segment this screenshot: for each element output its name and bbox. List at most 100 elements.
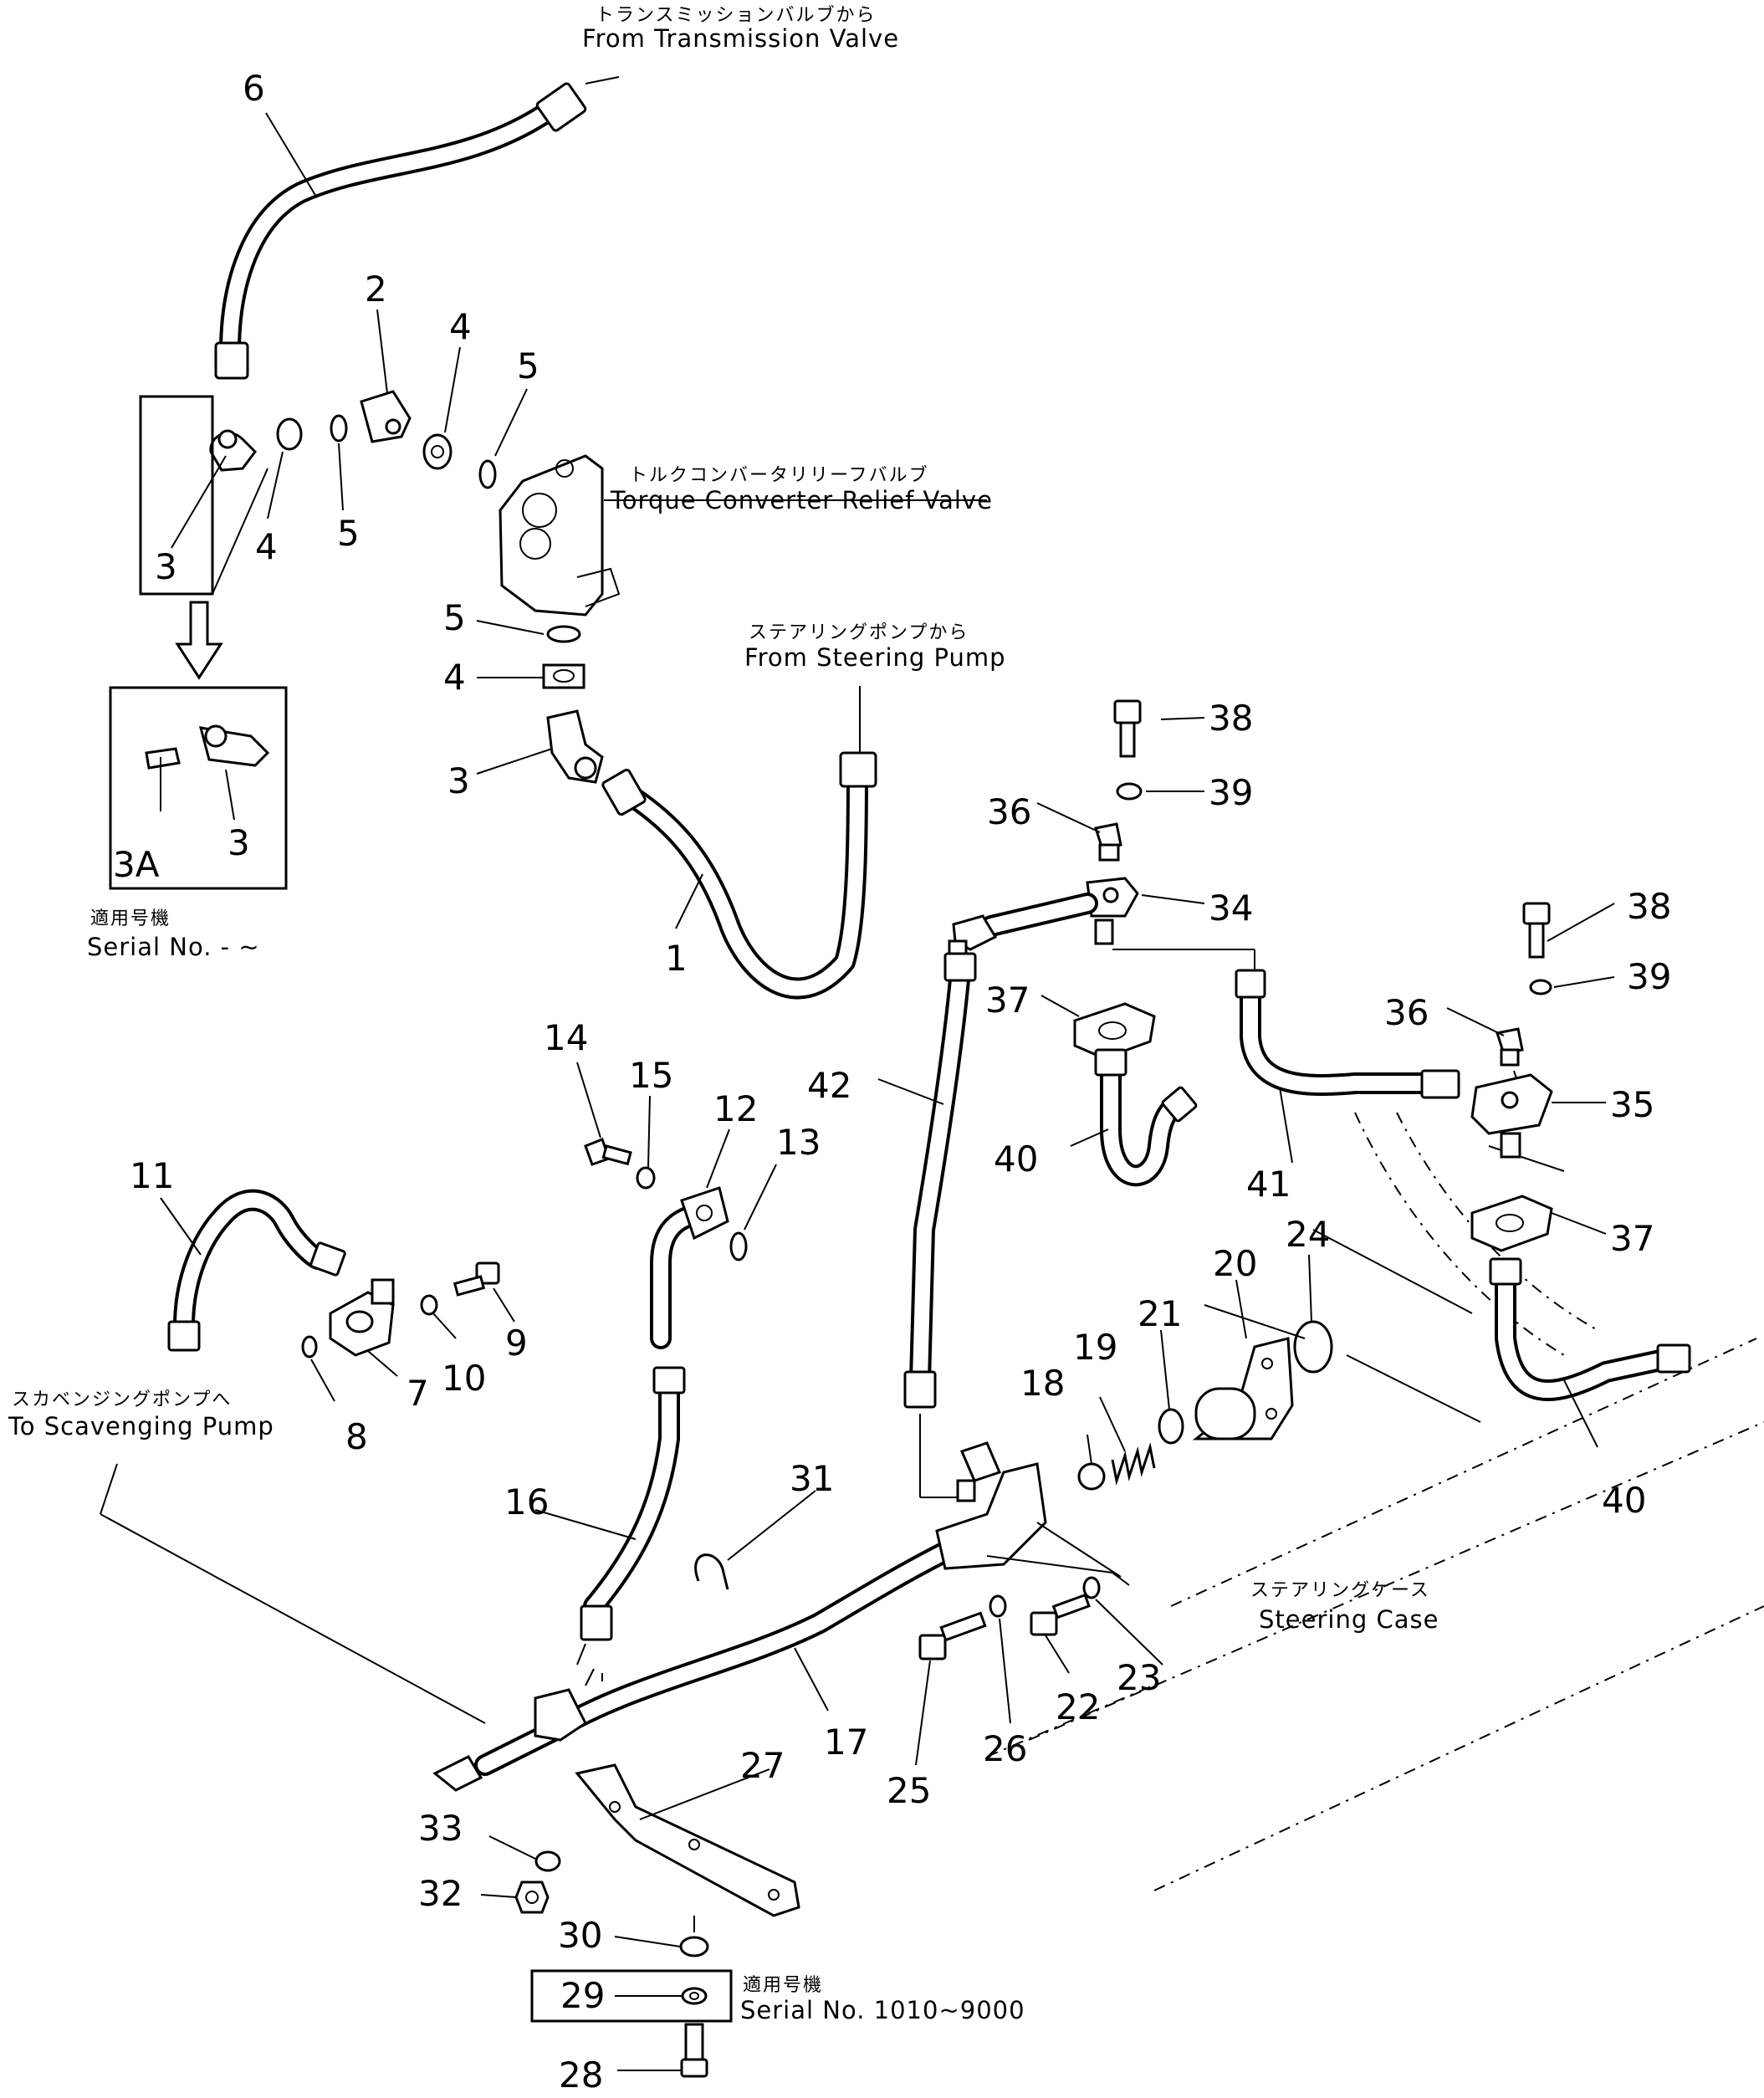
hose-16[interactable]	[576, 1366, 686, 1666]
label-18: 18	[1020, 1363, 1065, 1404]
bracket-27[interactable]	[575, 1763, 800, 1917]
hose-42[interactable]	[903, 952, 977, 1498]
label-4: 4	[255, 526, 278, 567]
part-labels: 6 2 4 5 3 4 5 5 4 3 3A 3 1 38 39 36 34 3…	[113, 68, 1671, 2095]
caption-serial2-jp: 適用号機	[743, 1975, 823, 1996]
label-1: 1	[665, 938, 688, 979]
nut-4-upper[interactable]	[422, 433, 453, 470]
flange-elbow-12[interactable]	[650, 1186, 729, 1349]
hose-6[interactable]	[214, 76, 620, 380]
oring-21[interactable]	[1158, 1408, 1184, 1445]
label-17: 17	[824, 1722, 868, 1763]
label-15: 15	[629, 1055, 673, 1096]
bracket-35[interactable]	[1470, 1073, 1553, 1159]
label-13: 13	[776, 1122, 821, 1163]
label-39: 39	[1627, 956, 1671, 997]
label-8: 8	[345, 1416, 368, 1457]
washer-15[interactable]	[636, 1166, 656, 1190]
label-24: 24	[1286, 1214, 1330, 1255]
oring-5-left[interactable]	[330, 414, 348, 443]
oring-24[interactable]	[1293, 1320, 1333, 1374]
caption-scav-jp: スカベンジングポンプへ	[12, 1389, 232, 1410]
caption-pump-en: From Steering Pump	[744, 643, 1006, 672]
caption-scav-en: To Scavenging Pump	[8, 1412, 274, 1440]
steering-case-outline	[986, 1070, 1764, 1891]
elbow-3-lower[interactable]	[546, 709, 604, 784]
washer-23[interactable]	[1082, 1576, 1101, 1599]
label-38: 38	[1627, 886, 1671, 927]
oring-5-lower[interactable]	[546, 625, 581, 643]
oring-5-upper[interactable]	[478, 459, 497, 489]
label-41: 41	[1246, 1164, 1291, 1205]
gasket-37-right[interactable]	[1470, 1195, 1553, 1252]
washer-26[interactable]	[989, 1594, 1007, 1618]
label-35: 35	[1610, 1084, 1654, 1125]
detail-box-3A	[109, 686, 288, 890]
spring-19[interactable]	[1111, 1442, 1156, 1486]
ball-18[interactable]	[1077, 1462, 1106, 1491]
washer-39-right[interactable]	[1529, 979, 1552, 995]
nipple-36-upper[interactable]	[1094, 822, 1122, 862]
bolt-28[interactable]	[680, 2023, 708, 2078]
adapter-3-boxed[interactable]	[209, 429, 257, 472]
hose-40-upper[interactable]	[1094, 1048, 1198, 1187]
label-38: 38	[1209, 698, 1253, 739]
label-10: 10	[442, 1358, 486, 1399]
detail-box-3	[139, 395, 214, 596]
hose-41[interactable]	[1235, 969, 1460, 1099]
label-40: 40	[1602, 1480, 1646, 1521]
caption-trans-en: From Transmission Valve	[582, 24, 899, 53]
washer-33[interactable]	[534, 1850, 561, 1872]
nut-32[interactable]	[514, 1881, 550, 1914]
label-40: 40	[994, 1139, 1038, 1179]
down-arrow-icon	[175, 601, 223, 680]
label-21: 21	[1138, 1293, 1182, 1334]
bolt-38-right[interactable]	[1522, 902, 1551, 959]
bolt-22[interactable]	[1030, 1593, 1091, 1636]
caption-trans-jp: トランスミッションバルブから	[596, 5, 877, 26]
label-14: 14	[544, 1017, 588, 1058]
captions: トランスミッションバルブから From Transmission Valve ト…	[8, 5, 1438, 2024]
label-39: 39	[1209, 772, 1253, 813]
hose-40-lower[interactable]	[1489, 1257, 1691, 1401]
label-37: 37	[1610, 1218, 1654, 1259]
label-33: 33	[418, 1808, 463, 1849]
bolt-9[interactable]	[453, 1261, 500, 1297]
flange-20[interactable]	[1192, 1337, 1294, 1440]
label-11: 11	[130, 1155, 174, 1196]
elbow-31[interactable]	[694, 1553, 729, 1590]
hose-11[interactable]	[167, 1189, 346, 1352]
label-31: 31	[790, 1458, 834, 1499]
washer-39-upper[interactable]	[1116, 782, 1143, 801]
label-4: 4	[449, 306, 472, 347]
pipe-17[interactable]	[432, 1441, 1047, 1792]
bolt-14[interactable]	[584, 1138, 632, 1166]
washer-29[interactable]	[681, 1987, 708, 2005]
label-22: 22	[1056, 1686, 1100, 1727]
nut-4-left[interactable]	[276, 417, 303, 451]
label-12: 12	[713, 1088, 758, 1129]
torque-converter-relief-valve	[499, 454, 621, 617]
oring-13[interactable]	[729, 1231, 748, 1261]
washer-30[interactable]	[679, 1936, 709, 1957]
washer-10[interactable]	[420, 1294, 438, 1316]
adapter-7[interactable]	[329, 1278, 395, 1357]
detail-box-29	[530, 1969, 733, 2023]
oring-8[interactable]	[301, 1335, 318, 1359]
label-28: 28	[559, 2055, 603, 2095]
label-5: 5	[443, 597, 466, 638]
elbow-fitting-2[interactable]	[360, 390, 412, 443]
label-6: 6	[243, 68, 265, 109]
label-19: 19	[1073, 1327, 1117, 1368]
label-23: 23	[1117, 1657, 1161, 1698]
caption-relief-jp: トルクコンバータリリーフバルブ	[629, 465, 929, 486]
bolt-38-upper[interactable]	[1113, 699, 1142, 758]
hose-1[interactable]	[601, 686, 877, 1000]
bolt-25[interactable]	[918, 1611, 987, 1660]
gasket-37-upper[interactable]	[1073, 1002, 1156, 1060]
label-42: 42	[807, 1065, 851, 1106]
nut-4-lower[interactable]	[542, 663, 585, 689]
bracket-34[interactable]	[948, 877, 1255, 970]
label-36: 36	[987, 791, 1031, 832]
